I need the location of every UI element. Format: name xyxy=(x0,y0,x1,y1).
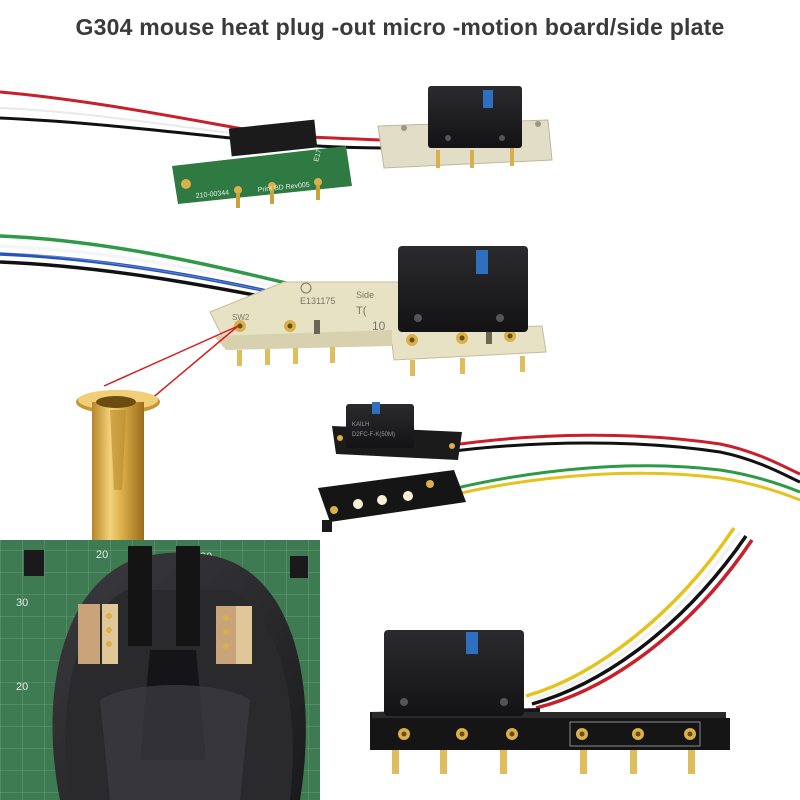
wire-yellow-br xyxy=(525,527,736,698)
pin-row-bottom xyxy=(392,750,695,774)
ruler-label-3: 30 xyxy=(16,597,28,609)
silk-code-top: E17 xyxy=(313,149,323,163)
wire-black-right xyxy=(445,441,800,484)
wire-blue xyxy=(0,252,291,298)
wire-white-br xyxy=(529,531,742,702)
pin-row-middle xyxy=(237,347,525,376)
ruler-label-1: 20 xyxy=(96,549,108,561)
microswitch-right xyxy=(346,404,414,448)
socket-row-left xyxy=(234,320,320,334)
microswitch-middle xyxy=(398,246,528,332)
socket-row-bottom xyxy=(398,728,696,740)
page-title: G304 mouse heat plug -out micro -motion … xyxy=(75,14,725,40)
silk-side: Side xyxy=(356,290,374,300)
silk-num: 10 xyxy=(372,319,386,333)
silk-kailh: KAILH xyxy=(352,422,369,428)
silk-code-middle: E131175 xyxy=(300,296,335,306)
top-board-assembly: 210-00344 Print BD Rev005 E17 xyxy=(0,86,553,208)
mouse-board-left xyxy=(78,604,100,664)
green-pcb-top xyxy=(172,146,352,204)
middle-board-assembly: SW2 E131175 Side T( 10 xyxy=(0,234,547,376)
plunger-middle xyxy=(476,250,488,274)
silk-model-top: 210-00344 xyxy=(195,190,229,200)
plunger-top xyxy=(483,90,493,108)
wire-white xyxy=(0,244,291,292)
wire-green-right xyxy=(447,464,800,494)
socket-row-right xyxy=(406,330,516,346)
gold-socket-zoom xyxy=(76,325,239,558)
bottom-board-assembly xyxy=(370,527,754,774)
mouse-photo: 20 30 30 20 xyxy=(0,540,320,800)
silk-sw: SW2 xyxy=(232,313,250,322)
wire-yellow-right xyxy=(447,471,800,502)
wire-black-br xyxy=(531,535,748,706)
wire-red-right xyxy=(445,433,800,476)
microswitch-bottom xyxy=(384,630,524,716)
wire-green xyxy=(0,234,291,286)
wire-red xyxy=(0,90,381,142)
silk-t: T( xyxy=(356,305,367,317)
plunger-right xyxy=(372,402,380,414)
silk-d2fc: D2FC-F-K(50M) xyxy=(352,432,395,438)
microswitch-top xyxy=(428,86,522,148)
black-pcb-right xyxy=(318,470,466,522)
right-board-assembly: KAILH D2FC-F-K(50M) xyxy=(318,402,800,532)
ruler-label-4: 20 xyxy=(16,681,28,693)
callout-line-2 xyxy=(149,325,239,401)
plunger-bottom xyxy=(466,632,478,654)
wire-black xyxy=(0,116,391,150)
wire-red-br xyxy=(535,539,754,710)
callout-line-1 xyxy=(103,325,239,387)
